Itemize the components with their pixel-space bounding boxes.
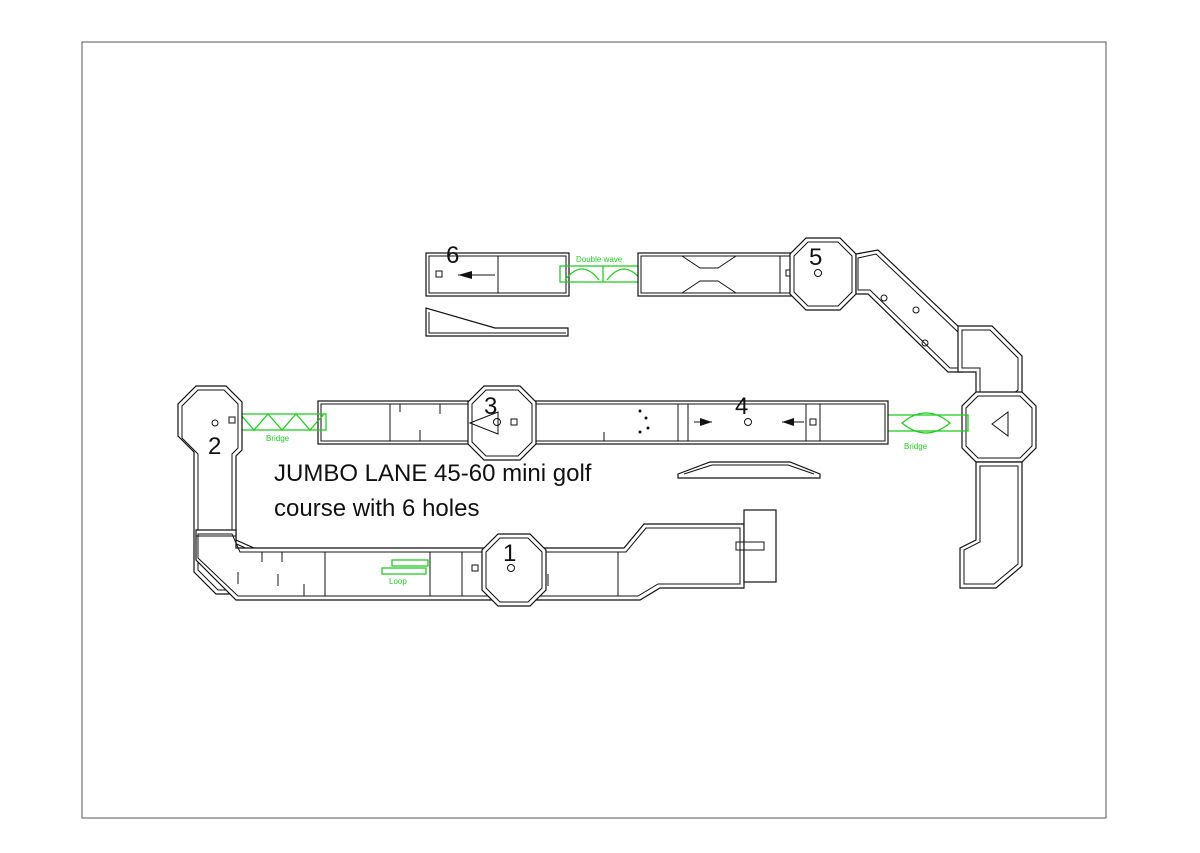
arrow-icon <box>782 418 794 426</box>
arrow-icon <box>458 271 472 279</box>
bridge-right-obstacle <box>883 412 969 434</box>
title-line-2: course with 6 holes <box>274 495 479 522</box>
hole-6-lane <box>425 252 570 297</box>
loop-obstacle <box>381 559 429 575</box>
tee-marker <box>471 564 479 572</box>
cup <box>211 419 219 427</box>
loop-label: Loop <box>389 577 407 586</box>
cup <box>921 339 929 347</box>
ramp-piece <box>425 307 569 337</box>
arrow-icon <box>700 418 712 426</box>
triangle-icon <box>468 411 499 435</box>
hole-1-lane <box>195 509 777 607</box>
cup <box>880 294 888 302</box>
double-wave-label: Double wave <box>576 255 623 264</box>
title-line-1: JUMBO LANE 45-60 mini golf <box>274 460 592 487</box>
start-block <box>743 509 777 583</box>
bridge-left-label: Bridge <box>266 434 290 443</box>
hole-number-3: 3 <box>484 393 497 420</box>
triangle-icon <box>991 411 1009 437</box>
cup <box>507 564 515 572</box>
ramp-piece-2 <box>677 461 821 479</box>
hole-number-5: 5 <box>809 244 822 271</box>
hole-5-lane <box>637 237 1023 403</box>
bridge-left-obstacle <box>239 413 327 431</box>
tee-marker <box>510 418 518 426</box>
hole-3-4-lane <box>317 385 889 461</box>
double-wave-obstacle <box>559 265 648 283</box>
tee-marker <box>809 418 817 426</box>
hole-number-4: 4 <box>735 393 748 420</box>
page-frame <box>81 41 1107 819</box>
hole-number-6: 6 <box>446 242 459 269</box>
cup <box>744 418 752 426</box>
right-tee-section <box>959 391 1037 589</box>
tee-marker <box>228 416 236 424</box>
cup <box>814 269 822 277</box>
cup <box>912 306 920 314</box>
bridge-right-label: Bridge <box>904 442 928 451</box>
tee-marker <box>435 270 443 278</box>
cup <box>493 418 501 426</box>
hole-number-2: 2 <box>208 433 221 460</box>
hole-number-1: 1 <box>503 540 516 567</box>
